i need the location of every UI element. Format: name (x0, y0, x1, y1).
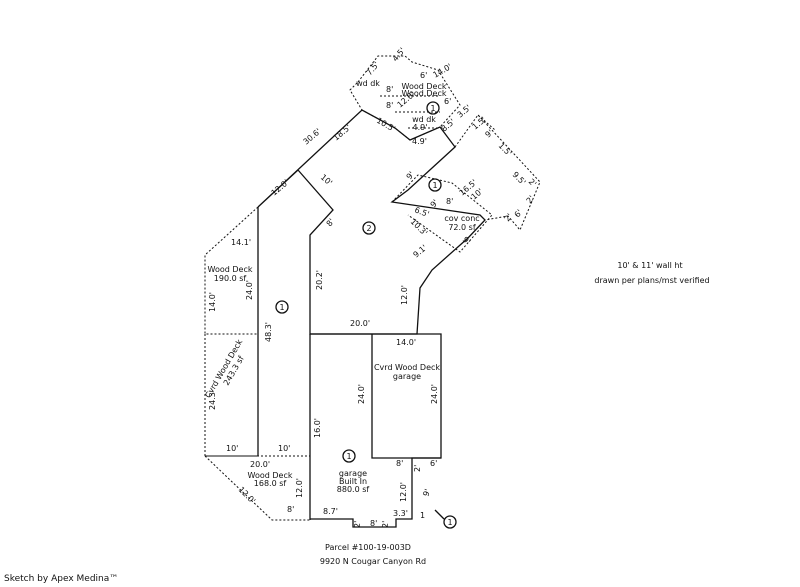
floor-marker: 1 (426, 101, 440, 115)
svg-text:9': 9' (461, 235, 473, 247)
svg-text:8.7': 8.7' (323, 507, 338, 516)
svg-text:2': 2' (413, 465, 422, 472)
svg-text:6': 6' (444, 97, 451, 106)
svg-text:8': 8' (446, 197, 453, 206)
svg-text:8': 8' (370, 519, 377, 528)
svg-text:2': 2' (381, 521, 390, 528)
svg-text:9.5': 9.5' (511, 170, 528, 187)
svg-text:14.0': 14.0' (208, 292, 217, 312)
floor-marker: 1 (434, 509, 457, 529)
svg-text:8.5': 8.5' (440, 117, 457, 133)
svg-text:20.0': 20.0' (250, 460, 270, 469)
svg-text:9': 9' (405, 170, 417, 181)
svg-text:12.0': 12.0' (295, 478, 304, 498)
svg-text:10.5': 10.5' (375, 116, 397, 134)
svg-text:10.3': 10.3' (409, 217, 430, 238)
svg-text:1: 1 (430, 104, 435, 113)
svg-text:12.0': 12.0' (270, 178, 291, 198)
svg-text:18.5': 18.5' (332, 123, 353, 143)
svg-text:4.9': 4.9' (412, 137, 427, 146)
floor-marker: 1 (342, 449, 356, 463)
svg-text:3.3': 3.3' (393, 509, 408, 518)
bump-out-right (454, 114, 541, 231)
svg-text:8': 8' (386, 101, 393, 110)
area-label-cov-conc: cov conc (444, 214, 479, 223)
svg-text:12.0': 12.0' (399, 482, 408, 502)
area-label-wood-deck-bottom: Wood Deck (248, 471, 293, 480)
svg-text:6': 6' (513, 208, 525, 219)
floor-marker: 1 (275, 300, 289, 314)
svg-text:1: 1 (447, 518, 452, 527)
sketch-credit: Sketch by Apex Medina™ (4, 574, 119, 584)
floor-marker: 2 (362, 221, 376, 235)
area-label-wood-deck-left-size: 190.0 sf (214, 274, 247, 283)
area-label-cvrd-wood-deck-garage-2: garage (393, 372, 421, 381)
floor-marker: 1 (428, 178, 442, 192)
svg-text:10': 10' (319, 173, 334, 188)
area-label-garage: garage (339, 469, 367, 478)
svg-text:24.0': 24.0' (357, 384, 366, 404)
drawn-per-note: drawn per plans/mst verified (594, 276, 709, 285)
svg-text:12.0': 12.0' (237, 485, 258, 506)
garage-outline (310, 333, 442, 528)
svg-text:9': 9' (421, 488, 432, 498)
svg-text:20.2': 20.2' (315, 270, 324, 290)
svg-text:1: 1 (420, 511, 425, 520)
svg-text:3.5': 3.5' (456, 103, 473, 119)
svg-text:4.5': 4.5' (391, 46, 407, 63)
svg-text:2': 2' (527, 177, 539, 189)
svg-text:14.0': 14.0' (396, 338, 416, 347)
svg-text:24.0': 24.0' (245, 280, 254, 300)
svg-text:1: 1 (279, 303, 284, 312)
parcel-address: 9920 N Cougar Canyon Rd (320, 557, 426, 566)
svg-text:10': 10' (278, 444, 290, 453)
svg-text:8': 8' (386, 85, 393, 94)
svg-text:1: 1 (432, 181, 437, 190)
svg-text:2': 2' (525, 194, 537, 205)
area-label-cov-conc-size: 72.0 sf (448, 223, 476, 232)
area-label-wd-dk-2: wd dk (412, 115, 436, 124)
svg-text:6': 6' (420, 71, 427, 80)
svg-text:1: 1 (346, 452, 351, 461)
wood-deck-top-outline (349, 55, 461, 141)
svg-text:6': 6' (430, 459, 437, 468)
svg-text:30.6': 30.6' (302, 127, 323, 147)
area-label-cvrd-wood-deck-garage: Cvrd Wood Deck (374, 363, 440, 372)
svg-text:2': 2' (503, 212, 515, 223)
area-label-wood-deck-left: Wood Deck (208, 265, 253, 274)
svg-text:24.3': 24.3' (208, 390, 217, 410)
svg-text:9': 9' (429, 198, 441, 209)
svg-text:8': 8' (396, 459, 403, 468)
svg-text:8': 8' (287, 505, 294, 514)
svg-text:9': 9' (484, 128, 495, 140)
svg-text:20.0': 20.0' (350, 319, 370, 328)
wood-deck-left-outline (204, 206, 259, 335)
svg-text:2': 2' (353, 521, 362, 528)
wood-deck-bottom-outline-2 (204, 455, 310, 521)
svg-text:12.0': 12.0' (400, 285, 409, 305)
area-label-wd-dk-2-size: 4.9' (413, 123, 428, 132)
area-label-wd-dk-1: wd dk (356, 79, 380, 88)
svg-text:2: 2 (366, 224, 371, 233)
area-label-garage-2: Built In (339, 477, 367, 486)
cvrd-deck-garage-outline (371, 334, 441, 459)
svg-text:1.5': 1.5' (471, 115, 488, 131)
svg-text:8': 8' (325, 217, 337, 228)
svg-text:10': 10' (226, 444, 238, 453)
parcel-number: Parcel #100-19-003D (325, 543, 411, 552)
svg-text:14.1': 14.1' (231, 238, 251, 247)
area-label-garage-size: 880.0 sf (337, 485, 370, 494)
svg-text:7.5': 7.5' (365, 60, 381, 77)
svg-text:9.1': 9.1' (412, 243, 429, 259)
area-label-wood-deck-top-2: Wood Deck (402, 89, 447, 98)
svg-text:48.3': 48.3' (264, 322, 273, 342)
svg-text:1.5': 1.5' (497, 141, 514, 158)
area-label-wood-deck-bottom-size: 168.0 sf (254, 479, 287, 488)
svg-text:24.0': 24.0' (430, 384, 439, 404)
wall-height-note: 10' & 11' wall ht (617, 261, 682, 270)
svg-text:16.0': 16.0' (313, 418, 322, 438)
area-label-wood-deck-top: Wood Deck (402, 82, 447, 91)
